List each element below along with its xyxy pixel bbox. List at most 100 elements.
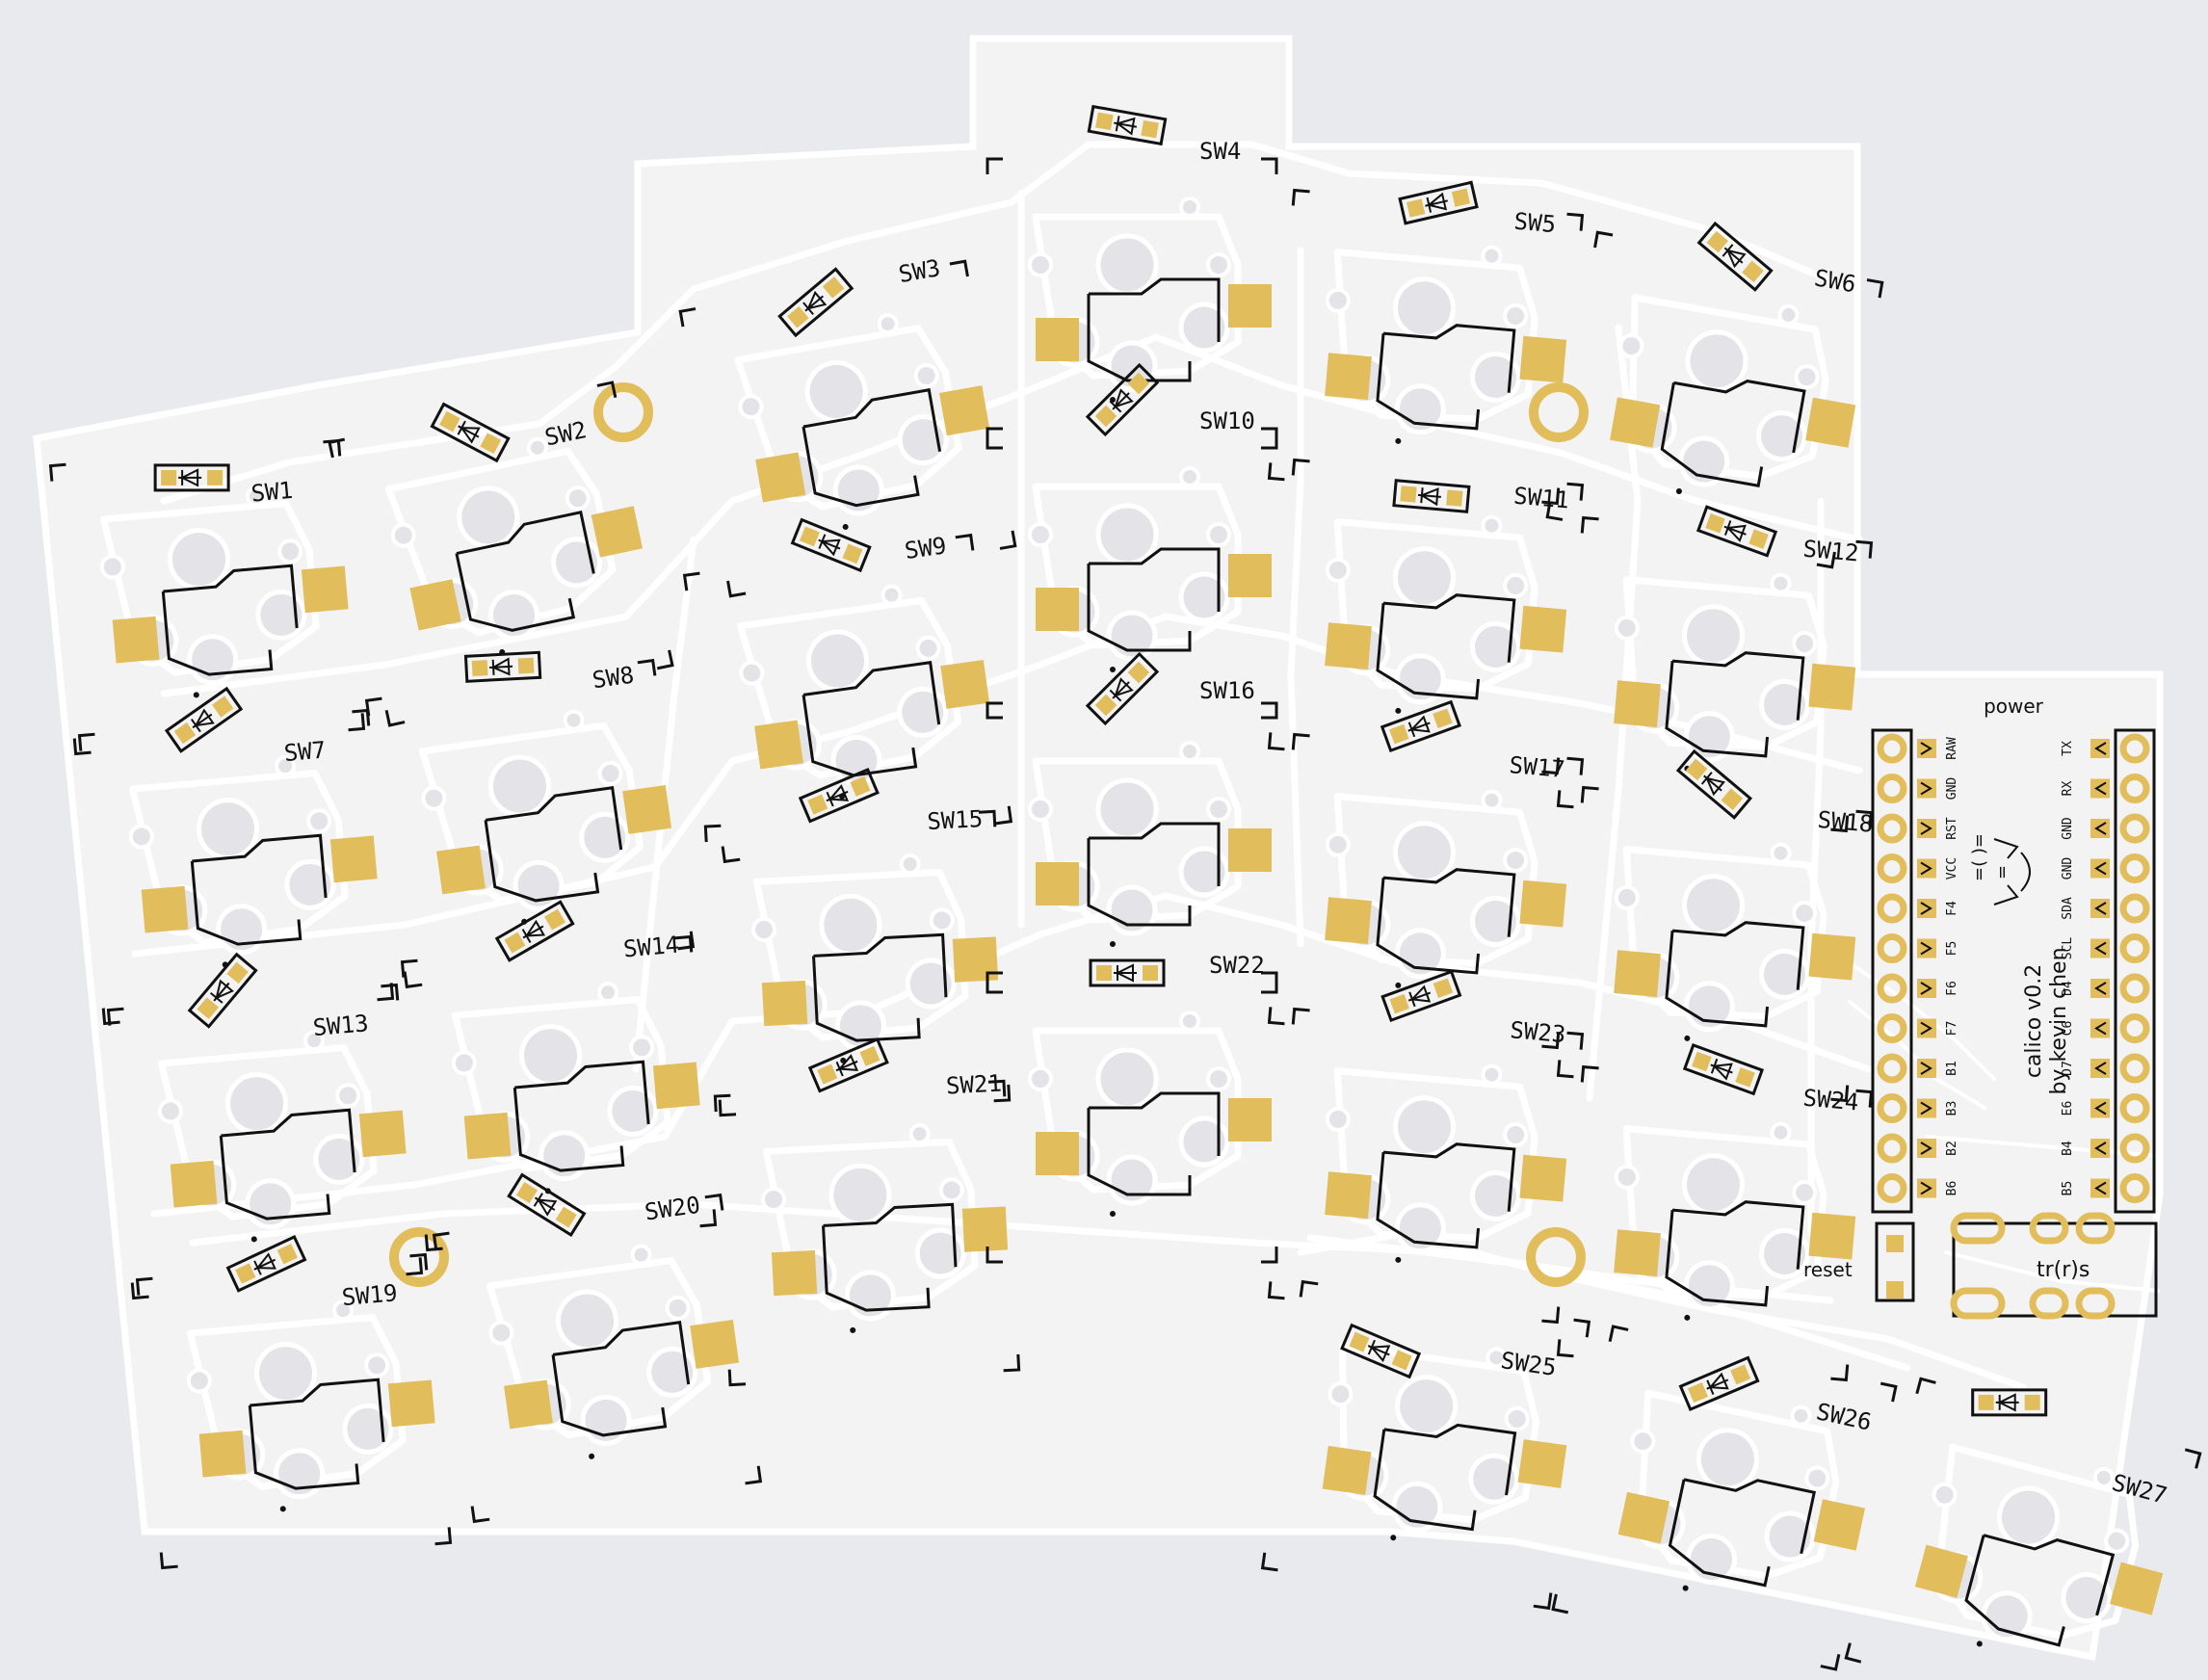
switch-small-hole xyxy=(2104,1528,2130,1554)
switch-small-hole xyxy=(1325,557,1351,583)
switch-hole xyxy=(905,958,957,1010)
pin-label: B4 xyxy=(2061,1141,2075,1156)
switch-hole xyxy=(1178,1116,1230,1168)
header-pin xyxy=(2119,1053,2150,1084)
solder-pad xyxy=(1036,862,1079,906)
switch-outline xyxy=(106,983,424,1300)
solder-pad xyxy=(301,565,349,614)
switch-small-hole xyxy=(1481,1063,1503,1086)
pin-label: E6 xyxy=(2061,1101,2075,1116)
via-dot xyxy=(250,1236,257,1243)
switch-hole xyxy=(914,1227,966,1279)
switch-small-hole xyxy=(246,486,268,508)
switch-small-hole xyxy=(1614,884,1640,910)
switch-small-hole xyxy=(881,584,903,606)
switch-small-hole xyxy=(1028,252,1053,277)
switch-hole xyxy=(1759,678,1811,730)
switch-hole xyxy=(1106,610,1158,662)
switch-label: SW13 xyxy=(312,1010,370,1041)
via-dot xyxy=(1395,437,1402,444)
solder-pad xyxy=(1519,879,1567,928)
switch-small-hole xyxy=(1794,364,1820,390)
key-switch: SW5 xyxy=(1267,180,1585,506)
switch-hole xyxy=(284,858,336,910)
solder-pad xyxy=(1808,663,1856,711)
pin-pad xyxy=(1917,1139,1936,1158)
switch-center-hole xyxy=(1095,1047,1159,1111)
switch-hole xyxy=(216,904,268,956)
switch-small-hole xyxy=(1630,1429,1656,1455)
switch-small-hole xyxy=(1770,842,1792,864)
key-switch: SW17 xyxy=(1267,699,1585,1050)
via-dot xyxy=(1682,1585,1689,1591)
switch-small-hole xyxy=(938,1177,964,1203)
switch-small-hole xyxy=(526,436,548,459)
pin-label: SDA xyxy=(2061,897,2075,920)
pin-label: GND xyxy=(1945,777,1959,801)
solder-pad xyxy=(1808,932,1856,981)
switch-outline xyxy=(364,658,696,989)
switch-label: SW21 xyxy=(945,1069,1002,1099)
switch-label: SW1 xyxy=(250,477,295,508)
key-switch: SW8 xyxy=(364,650,696,989)
header-pin xyxy=(1877,733,1907,764)
switch-label: SW8 xyxy=(591,662,636,695)
switch-small-hole xyxy=(1325,1106,1351,1132)
diode-icon xyxy=(1380,969,1462,1023)
header-pin xyxy=(2119,1173,2150,1203)
header-pin xyxy=(2119,973,2150,1004)
switch-small-hole xyxy=(451,1050,477,1076)
header-pin xyxy=(1877,893,1907,924)
pin-pad xyxy=(1917,1098,1936,1118)
key-switch: SW15 xyxy=(703,767,1012,1117)
switch-small-hole xyxy=(1770,572,1792,594)
solder-pad xyxy=(952,936,999,983)
header-pin xyxy=(1877,853,1907,883)
pin-pad xyxy=(2090,1018,2110,1038)
switch-hole xyxy=(607,1085,659,1137)
header-pin xyxy=(2119,774,2150,803)
solder-pad xyxy=(1517,1439,1567,1488)
header-pin xyxy=(2119,813,2150,844)
pin-pad xyxy=(1917,858,1936,879)
solder-pad xyxy=(141,885,189,933)
svg-text:=: = xyxy=(1992,865,2012,879)
key-switch: SW6 xyxy=(1545,221,1884,569)
switch-hole xyxy=(313,1133,365,1185)
solder-pad xyxy=(771,1249,818,1297)
switch-hole xyxy=(1683,1260,1735,1312)
switch-small-hole xyxy=(1618,333,1644,359)
pin-label: D4 xyxy=(2061,981,2075,996)
switch-small-hole xyxy=(335,1083,361,1109)
mounting-hole-icon xyxy=(389,382,1589,1287)
switch-small-hole xyxy=(1481,245,1503,267)
pin-label: F7 xyxy=(1945,1021,1959,1037)
pin-label: RX xyxy=(2061,781,2075,797)
via-dot xyxy=(1395,1256,1402,1263)
pin-pad xyxy=(1917,1018,1936,1038)
key-switch: SW27 xyxy=(1844,1377,2202,1680)
solder-pad xyxy=(198,1430,247,1478)
switch-small-hole xyxy=(2092,1466,2115,1488)
solder-pad xyxy=(112,616,160,664)
header-pin xyxy=(2119,733,2150,764)
switch-small-hole xyxy=(1503,302,1529,328)
switch-outline xyxy=(1267,188,1585,506)
switch-outline xyxy=(1844,1377,2202,1680)
switch-small-hole xyxy=(1179,197,1200,218)
switch-small-hole xyxy=(1503,847,1529,873)
switch-small-hole xyxy=(306,808,332,834)
switch-center-hole xyxy=(1393,1095,1457,1159)
switch-small-hole xyxy=(488,1320,514,1346)
switch-small-hole xyxy=(421,785,447,811)
pin-label: F6 xyxy=(1945,981,1959,996)
switch-small-hole xyxy=(1179,466,1200,487)
switch-center-hole xyxy=(1393,821,1457,884)
solder-pad xyxy=(690,1320,740,1369)
diode-icon xyxy=(1340,1323,1422,1379)
switch-small-hole xyxy=(597,982,619,1004)
via-dot xyxy=(842,523,849,530)
switch-small-hole xyxy=(629,1035,655,1061)
switch-small-hole xyxy=(1206,522,1231,547)
solder-pad xyxy=(1322,1445,1372,1495)
